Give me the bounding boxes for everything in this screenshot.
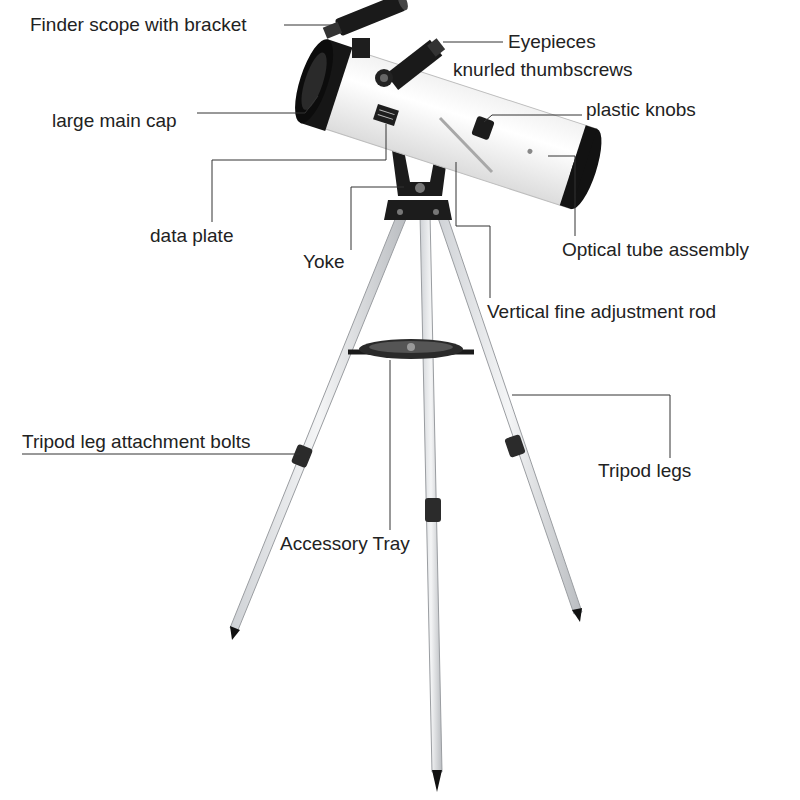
eyepiece-focuser <box>375 36 447 90</box>
leader-line <box>284 25 332 26</box>
leader-line <box>22 454 300 455</box>
leader-line <box>197 96 318 113</box>
fine-adjustment-rod <box>440 116 495 172</box>
finder-scope <box>322 0 410 58</box>
leader-line <box>351 187 404 250</box>
part-label: data plate <box>150 225 233 247</box>
leader-line <box>212 124 386 222</box>
leader-line <box>390 360 391 530</box>
part-label: plastic knobs <box>586 99 696 121</box>
part-label: Finder scope with bracket <box>30 14 247 36</box>
part-label: Accessory Tray <box>280 533 410 555</box>
part-label: Eyepieces <box>508 31 596 53</box>
part-label: knurled thumbscrews <box>453 59 633 81</box>
part-label: Optical tube assembly <box>562 239 749 261</box>
leader-line <box>443 42 503 43</box>
data-plate <box>373 104 399 126</box>
part-label: Tripod leg attachment bolts <box>22 431 250 453</box>
leader-line <box>548 156 575 236</box>
part-label: Yoke <box>303 251 345 273</box>
part-label: large main cap <box>52 110 177 132</box>
part-label: Vertical fine adjustment rod <box>487 301 716 323</box>
part-label: Tripod legs <box>598 460 691 482</box>
leader-lines <box>22 25 670 530</box>
tripod <box>230 200 582 792</box>
leader-line <box>456 162 490 298</box>
leader-line <box>484 115 582 122</box>
leader-line <box>512 395 670 458</box>
